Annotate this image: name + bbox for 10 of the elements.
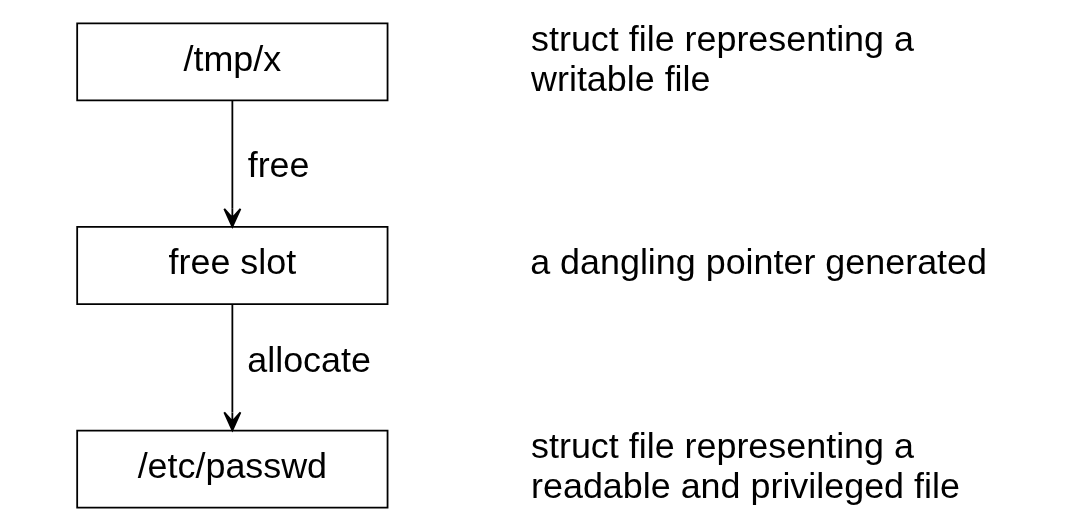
edge-label: free [247,144,310,185]
node-box: free slot [76,226,389,305]
node-label: struct file representing a readable and privileged file [531,426,960,506]
node-label: a dangling pointer generated [530,242,987,283]
arrow [223,99,242,228]
node-label: struct file representing a writable file [531,19,914,99]
node-box: /etc/passwd [76,429,389,509]
node-box: /tmp/x [76,22,389,102]
arrow [223,303,242,432]
edge-label: allocate [247,340,371,381]
